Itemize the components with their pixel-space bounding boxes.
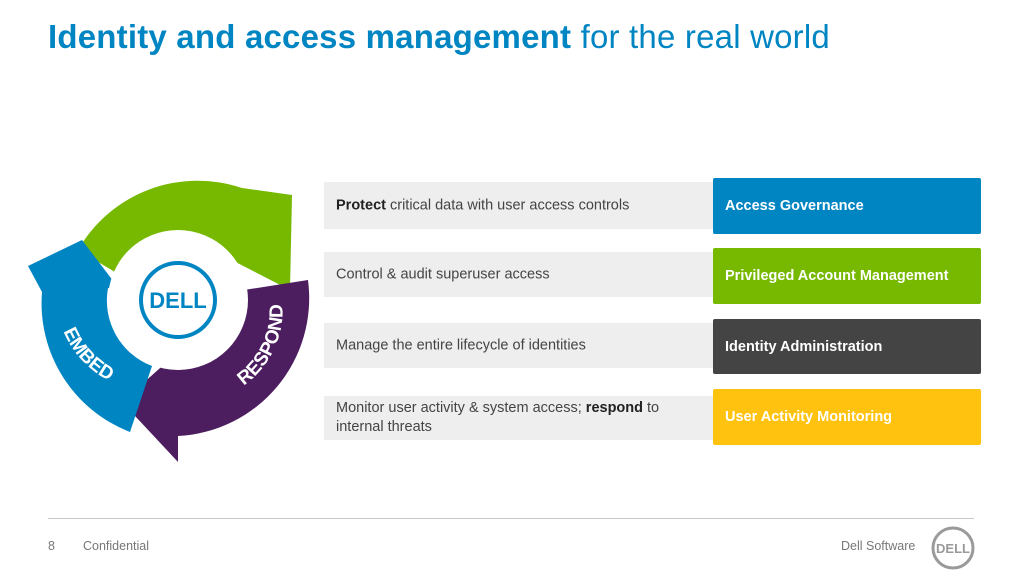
row-identity-administration: Manage the entire lifecycle of identitie… — [324, 323, 714, 368]
product-label: Identity Administration — [725, 338, 883, 355]
desc-bold: respond — [585, 400, 643, 416]
page-number: 8 — [48, 539, 55, 553]
title-bold: Identity and access management — [48, 18, 572, 55]
title-light: for the real world — [580, 18, 830, 55]
desc-post: to internal threats — [336, 400, 660, 435]
desc-text: critical data with user access controls — [385, 197, 630, 213]
product-label: User Activity Monitoring — [725, 409, 893, 425]
dell-logo-icon: DELL — [108, 230, 248, 370]
company-name: Dell Software — [841, 539, 916, 553]
dell-footer-logo-icon: DELL — [931, 526, 975, 570]
desc-pre: Monitor user activity & system access; — [336, 400, 586, 416]
confidential-label: Confidential — [83, 539, 150, 553]
segment-embed — [28, 240, 152, 432]
desc-text: Control & audit superuser access — [336, 266, 550, 282]
product-box-access-governance[interactable]: Access Governance — [713, 178, 981, 234]
row-description: Control & audit superuser access — [336, 265, 704, 284]
segment-respond — [122, 280, 310, 462]
product-box-privileged-account-management[interactable]: Privileged Account Management — [713, 248, 981, 304]
desc-text: Manage the entire lifecycle of identitie… — [336, 337, 586, 353]
footer-divider — [48, 518, 974, 519]
product-label: Access Governance — [725, 198, 864, 214]
desc-bold: Protect — [336, 197, 386, 213]
center-logo-text: DELL — [149, 288, 206, 313]
row-user-activity-monitoring: Monitor user activity & system access; r… — [324, 396, 714, 440]
row-description: Monitor user activity & system access; r… — [336, 399, 704, 437]
product-label: Privileged Account Management — [725, 268, 949, 284]
footer-logo-text: DELL — [936, 541, 970, 556]
slide-title: Identity and access management for the r… — [48, 18, 830, 56]
row-privileged-account: Control & audit superuser access — [324, 252, 714, 297]
row-description: Protect critical data with user access c… — [336, 196, 704, 215]
row-access-governance: Protect critical data with user access c… — [324, 182, 714, 229]
product-box-identity-administration[interactable]: Identity Administration — [713, 319, 981, 374]
row-description: Manage the entire lifecycle of identitie… — [336, 336, 704, 355]
product-box-user-activity-monitoring[interactable]: User Activity Monitoring — [713, 389, 981, 445]
